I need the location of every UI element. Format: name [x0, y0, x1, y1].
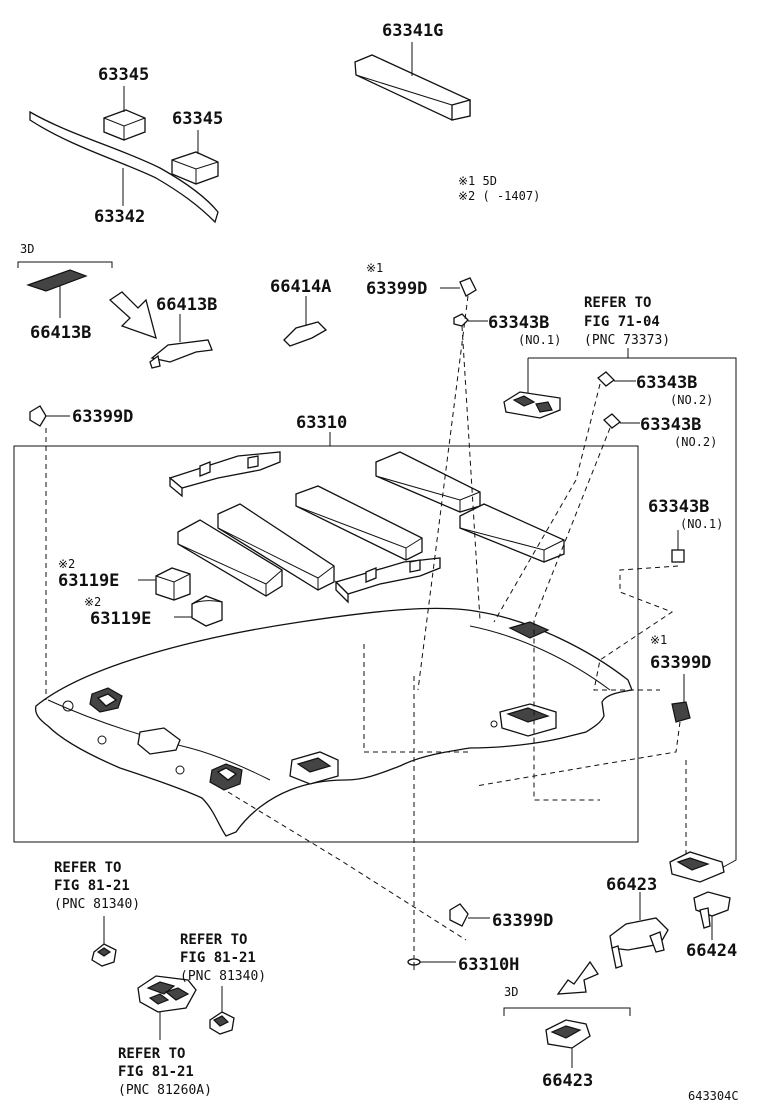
label-63310: 63310 — [296, 413, 347, 433]
label-66413B-3d: 66413B — [30, 323, 91, 343]
note-3d-left: 3D — [20, 242, 34, 256]
part-roof-bracket-front[interactable] — [168, 451, 281, 498]
label-63399D-top: 63399D — [366, 279, 427, 299]
label-63343B-no1-top: 63343B — [488, 313, 549, 333]
part-lamp-switch-81340-b[interactable] — [209, 1011, 235, 1035]
sublabel-no1-top: (NO.1) — [518, 333, 561, 347]
svg-text:(PNC 81340): (PNC 81340) — [180, 969, 266, 984]
svg-text:(PNC 73373): (PNC 73373) — [584, 333, 670, 348]
svg-text:REFER TO: REFER TO — [180, 932, 247, 948]
svg-text:REFER TO: REFER TO — [54, 860, 121, 876]
label-63343B-no2-a: 63343B — [636, 373, 697, 393]
part-63343B-pad-no2-a[interactable] — [597, 371, 636, 387]
note-mark-1-right: ※1 — [650, 633, 667, 647]
svg-text:(PNC 81340): (PNC 81340) — [54, 897, 140, 912]
part-63310-headliner[interactable] — [34, 607, 633, 837]
label-63399D-bottom: 63399D — [492, 911, 553, 931]
svg-text:REFER TO: REFER TO — [584, 295, 651, 311]
part-console-81260A[interactable] — [137, 975, 197, 1013]
note-mark-2-b: ※2 — [84, 595, 101, 609]
label-63343B-no2-b: 63343B — [640, 415, 701, 435]
label-66423-3d: 66423 — [542, 1071, 593, 1091]
part-63341G-pad[interactable] — [354, 54, 471, 121]
part-sound-pad-1[interactable] — [177, 519, 283, 597]
part-roof-bracket-rear[interactable] — [334, 557, 441, 604]
refer-note-73373[interactable]: REFER TO FIG 71-04 (PNC 73373) — [584, 295, 670, 348]
part-63119E-pad-b[interactable] — [174, 595, 223, 627]
part-63399D-clip-left[interactable] — [29, 405, 70, 427]
part-sound-pad-4[interactable] — [375, 451, 481, 513]
figure-code: 643304C — [688, 1089, 739, 1103]
label-63343B-no1-right: 63343B — [648, 497, 709, 517]
part-63343B-pad-no2-b[interactable] — [603, 413, 640, 429]
part-66414A[interactable] — [283, 296, 328, 347]
part-66413B-3d[interactable] — [26, 269, 88, 318]
label-63345-a: 63345 — [98, 65, 149, 85]
three-d-bracket-left — [17, 261, 113, 268]
note-mark-2-a: ※2 — [58, 557, 75, 571]
label-63310H: 63310H — [458, 955, 519, 975]
svg-text:FIG 81-21: FIG 81-21 — [54, 878, 130, 894]
part-sound-pad-2[interactable] — [217, 503, 335, 591]
label-63342: 63342 — [94, 207, 145, 227]
part-63399D-clip-bottom[interactable] — [449, 903, 490, 927]
sublabel-no2-b: (NO.2) — [674, 435, 717, 449]
headliner-group-frame — [13, 445, 639, 843]
refer-note-81340-a[interactable]: REFER TO FIG 81-21 (PNC 81340) — [54, 860, 140, 912]
svg-text:FIG 81-21: FIG 81-21 — [180, 950, 256, 966]
part-66413B[interactable] — [149, 314, 213, 369]
part-63343B-pad-no1-right[interactable] — [671, 530, 685, 563]
part-63342-strip[interactable] — [29, 110, 219, 224]
part-sound-pad-5[interactable] — [459, 503, 565, 563]
svg-text:(PNC 81260A): (PNC 81260A) — [118, 1083, 212, 1098]
part-63399D-clip-top[interactable] — [459, 277, 477, 297]
label-63399D-right: 63399D — [650, 653, 711, 673]
label-66424: 66424 — [686, 941, 737, 961]
label-66413B: 66413B — [156, 295, 217, 315]
note-mark-1-top: ※1 — [366, 261, 383, 275]
three-d-bracket-bottom — [503, 1007, 631, 1016]
svg-text:FIG 81-21: FIG 81-21 — [118, 1064, 194, 1080]
part-63345-pad-a[interactable] — [103, 109, 146, 141]
label-63341G: 63341G — [382, 21, 443, 41]
legend-mark-1: ※1 5D — [458, 174, 497, 188]
direction-arrow-left — [108, 291, 157, 340]
label-63399D-left: 63399D — [72, 407, 133, 427]
part-66423-3d[interactable] — [545, 1019, 591, 1068]
part-map-lamp-housing-top[interactable] — [503, 391, 561, 419]
sublabel-no2-a: (NO.2) — [670, 393, 713, 407]
label-66414A: 66414A — [270, 277, 331, 297]
direction-arrow-bottom — [556, 960, 599, 995]
part-lamp-switch-81340-a[interactable] — [91, 943, 117, 967]
label-66423: 66423 — [606, 875, 657, 895]
part-63343B-pad-no1-top[interactable] — [453, 313, 488, 327]
refer-note-81260A[interactable]: REFER TO FIG 81-21 (PNC 81260A) — [118, 1046, 212, 1098]
part-66423-bracket[interactable] — [609, 892, 669, 969]
note-3d-bottom: 3D — [504, 985, 518, 999]
part-sound-pad-3[interactable] — [295, 485, 423, 561]
part-63119E-pad-a[interactable] — [155, 567, 191, 601]
part-66424-bracket[interactable] — [693, 891, 731, 940]
label-63119E-b: 63119E — [90, 609, 151, 629]
refer-note-81340-b[interactable]: REFER TO FIG 81-21 (PNC 81340) — [180, 932, 266, 984]
sublabel-no1-right: (NO.1) — [680, 517, 723, 531]
part-63310H-pin[interactable] — [407, 958, 456, 970]
svg-text:REFER TO: REFER TO — [118, 1046, 185, 1062]
label-63119E-a: 63119E — [58, 571, 119, 591]
label-63345-b: 63345 — [172, 109, 223, 129]
legend-mark-2: ※2 ( -1407) — [458, 189, 540, 203]
part-63345-pad-b[interactable] — [171, 151, 219, 185]
part-map-lamp-housing-bottom[interactable] — [669, 851, 725, 883]
svg-text:FIG 71-04: FIG 71-04 — [584, 314, 660, 330]
part-63399D-clip-right[interactable] — [671, 701, 691, 723]
